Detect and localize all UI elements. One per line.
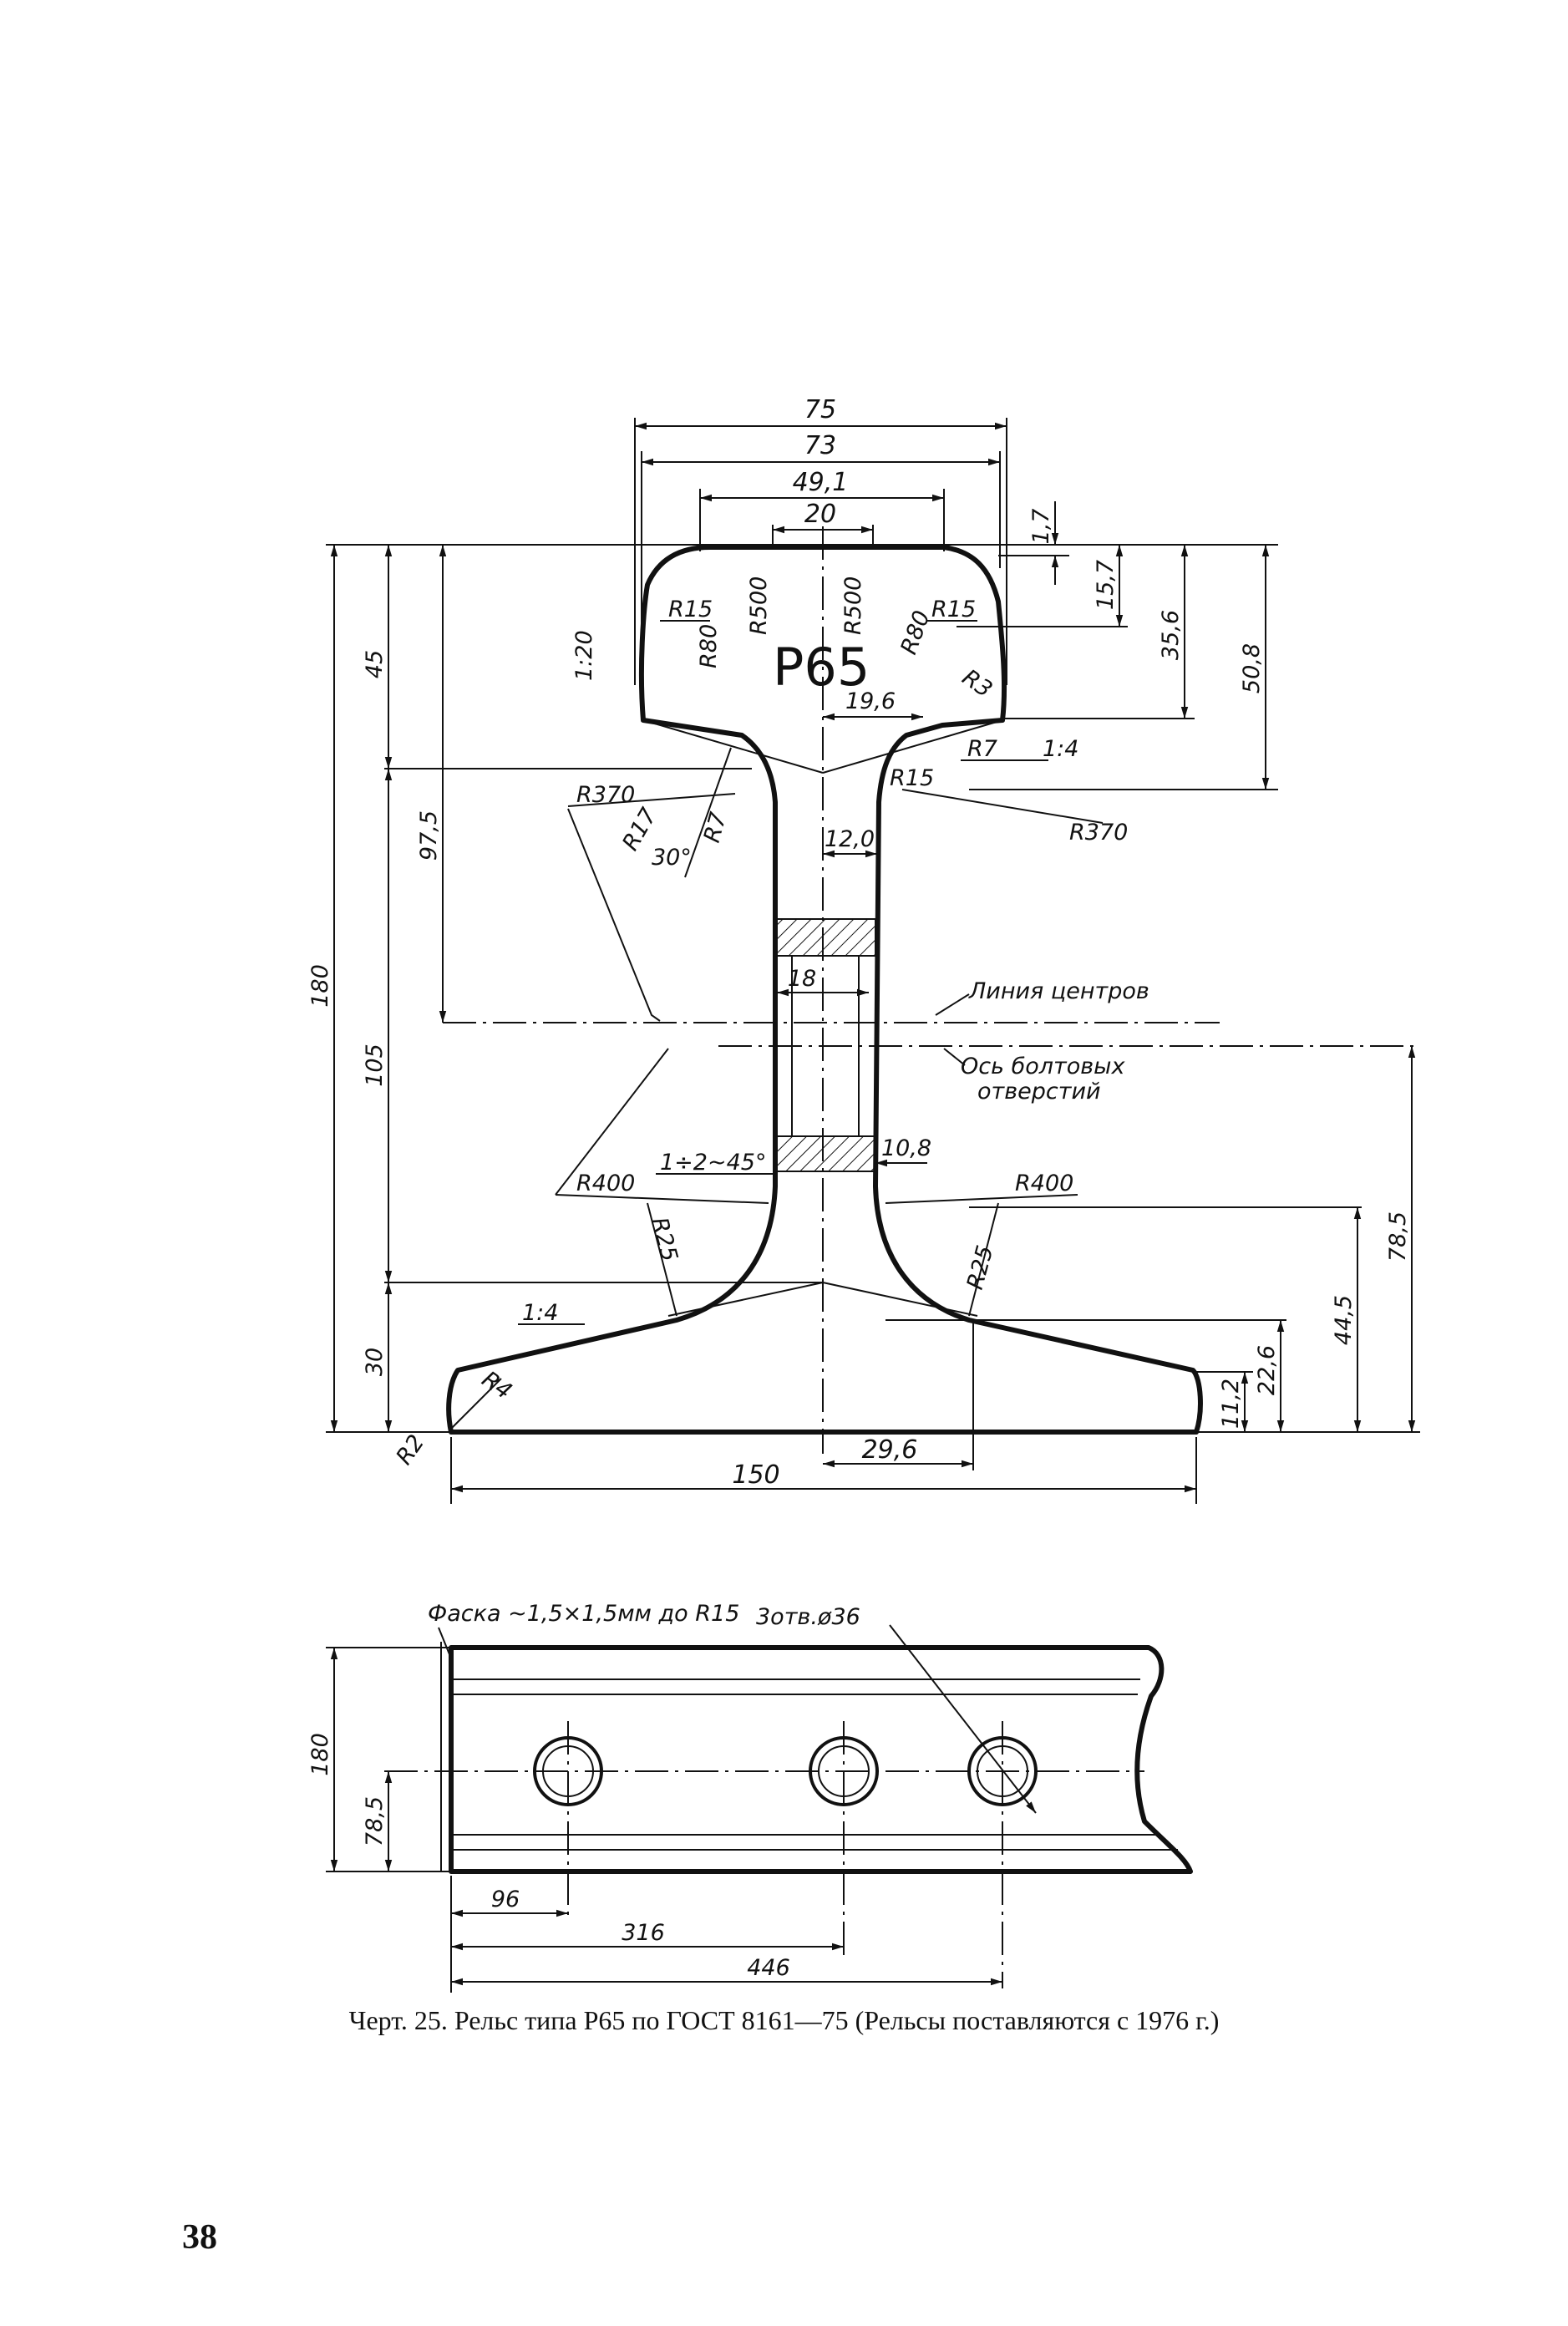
side-dim-96: 96 [491, 1887, 520, 1912]
dim-180: 180 [307, 964, 333, 1008]
side-view-outline [449, 1645, 1193, 1874]
dim-1-7: 1,7 [1028, 509, 1054, 545]
side-dim-446: 446 [747, 1955, 790, 1981]
label-r7-right: R7 [967, 736, 997, 762]
dim-19-6: 19,6 [845, 688, 896, 714]
dim-75: 75 [804, 395, 836, 424]
dim-18: 18 [788, 966, 816, 992]
slope-1-4-left: 1:4 [522, 1300, 558, 1326]
hatch-top [774, 918, 876, 957]
figure-caption: Черт. 25. Рельс типа Р65 по ГОСТ 8161—75… [348, 2005, 1220, 2035]
label-r80-left: R80 [696, 624, 722, 668]
rail-cross-section: 75 73 49,1 20 1,7 15,7 35,6 50,8 78,5 44… [307, 395, 1420, 1504]
chamfer-angle: 1÷2~45° [660, 1150, 766, 1176]
label-r3: R3 [957, 664, 997, 703]
label-r400-left: R400 [576, 1171, 635, 1196]
rail-type-label: Р65 [773, 637, 870, 698]
dim-50-8: 50,8 [1239, 643, 1265, 693]
label-r80-right: R80 [896, 607, 935, 658]
dim-22-6: 22,6 [1254, 1345, 1280, 1395]
dim-11-2: 11,2 [1218, 1379, 1244, 1429]
label-r2: R2 [391, 1430, 429, 1470]
dim-12-0: 12,0 [825, 826, 875, 852]
slope-1-20: 1:20 [571, 630, 597, 681]
rail-side-view: 180 78,5 96 316 446 Фаска ~1,5×1,5мм до … [307, 1601, 1193, 1993]
hatch-bottom [774, 1135, 876, 1172]
dim-78-5: 78,5 [1385, 1211, 1411, 1262]
chamfer-note: Фаска ~1,5×1,5мм до R15 [428, 1601, 739, 1627]
dim-30: 30 [362, 1348, 388, 1376]
label-r25-left: R25 [646, 1215, 683, 1264]
note-bolt-axis-1: Ось болтовых [961, 1054, 1125, 1079]
note-centers-line: Линия центров [968, 978, 1149, 1004]
label-r15-right: R15 [931, 597, 976, 622]
side-dim-180: 180 [307, 1733, 333, 1776]
label-r500-left: R500 [746, 576, 772, 635]
label-r15-left: R15 [668, 597, 713, 622]
label-r15-neck: R15 [890, 765, 934, 791]
dim-105: 105 [362, 1044, 388, 1087]
label-r370-right: R370 [1069, 820, 1128, 846]
dim-150: 150 [732, 1460, 779, 1490]
label-r400-right: R400 [1015, 1171, 1073, 1196]
holes-note: 3отв.ø36 [756, 1604, 860, 1630]
dim-97-5: 97,5 [416, 810, 442, 861]
dim-45: 45 [362, 650, 388, 678]
side-dim-78-5: 78,5 [362, 1796, 388, 1846]
label-angle-30: 30° [652, 845, 692, 871]
slope-1-4-right: 1:4 [1043, 736, 1078, 762]
dim-49-1: 49,1 [793, 468, 849, 497]
dim-15-7: 15,7 [1093, 560, 1119, 610]
side-dim-316: 316 [622, 1920, 665, 1946]
note-bolt-axis-2: отверстий [977, 1079, 1101, 1105]
page-number: 38 [182, 2218, 217, 2257]
dim-10-8: 10,8 [881, 1135, 931, 1161]
dim-29-6: 29,6 [862, 1435, 918, 1465]
label-r7-left: R7 [699, 810, 732, 846]
label-r500-right: R500 [840, 576, 866, 635]
rail-profile-outline [446, 545, 1203, 1435]
label-r4: R4 [477, 1366, 516, 1404]
dim-44-5: 44,5 [1331, 1295, 1357, 1345]
label-r25-right: R25 [962, 1242, 999, 1292]
dim-35-6: 35,6 [1158, 610, 1184, 660]
dim-20: 20 [804, 500, 836, 529]
dim-73: 73 [804, 431, 836, 460]
